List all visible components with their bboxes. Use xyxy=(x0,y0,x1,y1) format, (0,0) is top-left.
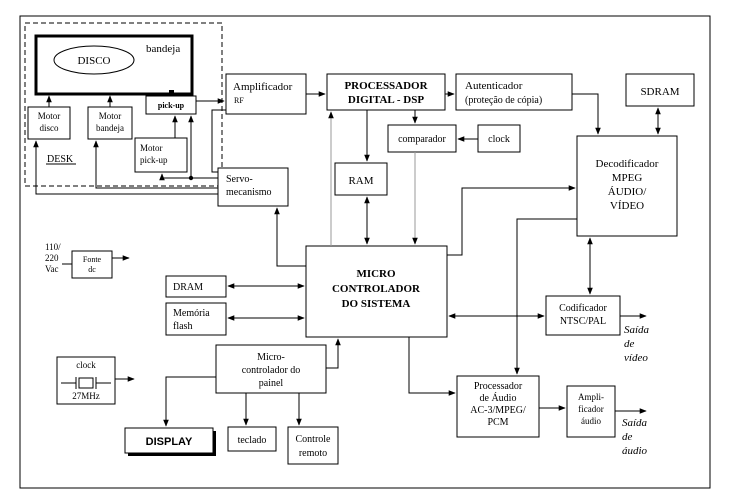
decodificador-label-4: VÍDEO xyxy=(610,200,644,212)
processador-audio-label-2: de Áudio xyxy=(480,392,517,404)
amplificador-audio-label-3: áudio xyxy=(581,416,601,426)
amplificador-rf-label-1: Amplificador xyxy=(233,81,293,93)
conn-micro-servo xyxy=(274,207,306,267)
codificador-box xyxy=(545,295,621,336)
motor-pickup-label-2: pick-up xyxy=(140,155,168,165)
sdram-label: SDRAM xyxy=(640,86,679,98)
desk-region xyxy=(24,22,223,187)
memoria-flash-box xyxy=(165,302,227,336)
memoria-label-1: Memória xyxy=(173,308,210,319)
servo-label-2: mecanismo xyxy=(226,187,272,198)
conn-painel-display xyxy=(163,376,216,427)
conn-servo-motor-disco xyxy=(33,140,218,195)
processador-audio-label-1: Processador xyxy=(474,381,523,392)
fonte-input-3: Vac xyxy=(45,264,59,274)
saida-video-2: de xyxy=(624,338,635,350)
fonte-input-1: 110/ xyxy=(45,242,61,252)
micro-painel-label-1: Micro- xyxy=(257,352,285,363)
amplificador-rf-label-2: RF xyxy=(234,96,244,105)
motor-bandeja-label-1: Motor xyxy=(99,111,122,121)
pickup-box xyxy=(145,95,197,115)
teclado-label: teclado xyxy=(238,435,267,446)
saida-video-1: Saída xyxy=(624,324,650,336)
disco-ellipse xyxy=(53,45,135,75)
display-box xyxy=(124,427,214,454)
amplificador-audio-box xyxy=(566,385,616,438)
amplificador-rf-box xyxy=(225,73,307,115)
comparador-label: comparador xyxy=(398,134,446,145)
conn-painel-micro xyxy=(326,338,341,369)
decodificador-label-3: ÁUDIO/ xyxy=(608,186,647,198)
conn-micro-dec xyxy=(447,185,576,256)
ram-box xyxy=(334,162,388,196)
codificador-label-2: NTSC/PAL xyxy=(560,316,606,327)
processador-audio-box xyxy=(456,375,540,438)
disco-label: DISCO xyxy=(77,55,110,67)
teclado-box xyxy=(227,426,277,452)
controle-label-1: Controle xyxy=(296,434,332,445)
motor-disco-label-2: disco xyxy=(40,123,59,133)
micro-label-2: CONTROLADOR xyxy=(332,283,421,295)
processador-dsp-label-1: PROCESSADOR xyxy=(344,80,428,92)
motor-bandeja-label-2: bandeja xyxy=(96,123,124,133)
desk-label: DESK xyxy=(47,154,74,165)
controle-label-2: remoto xyxy=(299,448,327,459)
micro-controlador-box xyxy=(305,245,448,338)
crystal-icon xyxy=(61,377,111,389)
micro-painel-label-3: painel xyxy=(259,378,284,389)
dram-box xyxy=(165,275,227,298)
clock-top-label: clock xyxy=(488,134,510,145)
ram-label: RAM xyxy=(348,175,373,187)
processador-dsp-box xyxy=(326,73,446,111)
comparador-box xyxy=(387,124,457,153)
autenticador-label-1: Autenticador xyxy=(465,80,523,92)
outer-frame xyxy=(19,15,711,489)
pickup-marker xyxy=(169,90,174,95)
dram-label: DRAM xyxy=(173,282,203,293)
controle-box xyxy=(287,426,339,465)
codificador-label-1: Codificador xyxy=(559,303,607,314)
servo-label-1: Servo- xyxy=(226,174,253,185)
bandeja-label: bandeja xyxy=(146,43,180,55)
conn-servo-motor-bandeja xyxy=(93,140,218,189)
micro-painel-label-2: controlador do xyxy=(242,365,301,376)
pickup-label: pick-up xyxy=(158,101,185,110)
micro-painel-box xyxy=(215,344,327,394)
memoria-label-2: flash xyxy=(173,321,192,332)
saida-audio-2: de xyxy=(622,431,633,443)
amplificador-audio-label-2: ficador xyxy=(578,404,603,414)
processador-dsp-label-2: DIGITAL - DSP xyxy=(348,94,424,106)
servo-box xyxy=(217,167,289,207)
conn-micro-paudio xyxy=(408,337,456,396)
saida-video-3: vídeo xyxy=(624,352,648,364)
fonte-input-2: 220 xyxy=(45,253,59,263)
motor-pickup-label-1: Motor xyxy=(140,143,163,153)
display-label: DISPLAY xyxy=(146,436,193,448)
motor-disco-label-1: Motor xyxy=(38,111,61,121)
micro-label-1: MICRO xyxy=(356,268,396,280)
fonte-label-1: Fonte xyxy=(83,255,102,264)
decodificador-label-2: MPEG xyxy=(612,172,643,184)
clock-crystal-label: clock xyxy=(76,360,96,370)
processador-audio-label-4: PCM xyxy=(487,417,508,428)
sdram-box xyxy=(625,73,695,107)
processador-audio-label-3: AC-3/MPEG/ xyxy=(470,405,526,416)
fonte-label-2: dc xyxy=(88,265,96,274)
saida-audio-1: Saída xyxy=(622,417,648,429)
decodificador-box xyxy=(576,135,678,237)
clock-freq-label: 27MHz xyxy=(72,391,100,401)
motor-disco-box xyxy=(27,106,71,140)
conn-servo-motor-pickup xyxy=(159,173,218,181)
saida-audio-3: áudio xyxy=(622,445,648,457)
conn-dec-paudio xyxy=(514,218,577,375)
micro-label-3: DO SISTEMA xyxy=(342,298,411,310)
decodificador-label-1: Decodificador xyxy=(596,158,659,170)
autenticador-box xyxy=(455,73,573,111)
motor-pickup-box xyxy=(134,137,188,173)
amplificador-audio-label-1: Ampli- xyxy=(578,392,604,402)
conn-aut-dec xyxy=(572,93,601,135)
conn-amp-servo xyxy=(211,109,226,173)
autenticador-label-2: (proteção de cópia) xyxy=(465,95,542,106)
